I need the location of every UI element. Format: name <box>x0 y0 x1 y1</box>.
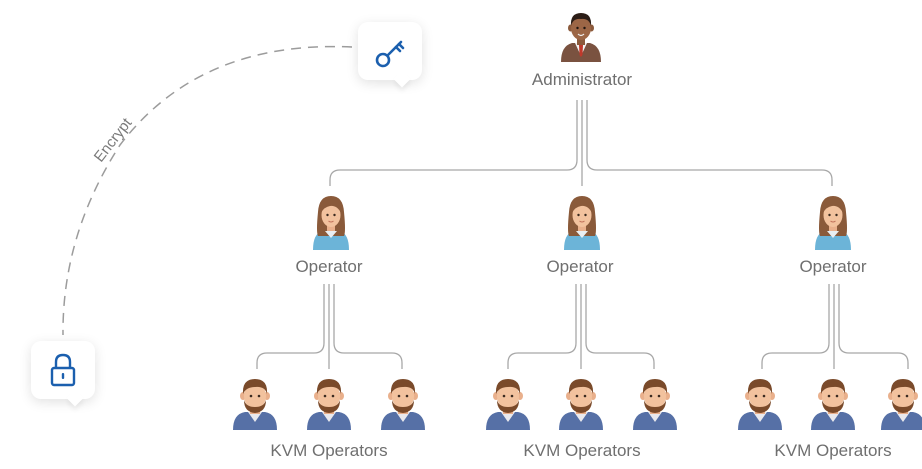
kvm-operator-avatar <box>738 379 782 430</box>
operator-label: Operator <box>799 257 867 276</box>
kvm-operator-avatar <box>233 379 277 430</box>
operator-avatar <box>563 195 601 251</box>
lock-bubble <box>31 341 95 399</box>
operator-avatar <box>814 195 852 251</box>
operator-avatar <box>312 195 350 251</box>
administrator-label: Administrator <box>531 70 633 89</box>
kvm-operators-label: KVM Operators <box>523 441 641 460</box>
operator-label: Operator <box>295 257 363 276</box>
key-bubble <box>358 22 422 80</box>
kvm-operator-avatar <box>881 379 922 430</box>
kvm-operators-label: KVM Operators <box>270 441 388 460</box>
operator-label: Operator <box>546 257 614 276</box>
kvm-operator-avatar <box>559 379 603 430</box>
kvm-operator-avatar <box>307 379 351 430</box>
kvm-operator-avatar <box>381 379 425 430</box>
operator-connectors <box>256 284 909 369</box>
encrypt-label: Encrypt <box>91 114 136 165</box>
kvm-operators-label: KVM Operators <box>774 441 892 460</box>
key-icon <box>375 40 405 68</box>
lock-icon <box>50 353 76 387</box>
administrator-avatar <box>560 12 602 63</box>
kvm-operator-avatar <box>486 379 530 430</box>
kvm-operator-avatar <box>633 379 677 430</box>
kvm-operator-avatar <box>811 379 855 430</box>
encrypt-dashed-arc <box>62 45 353 336</box>
admin-connectors <box>329 100 833 186</box>
